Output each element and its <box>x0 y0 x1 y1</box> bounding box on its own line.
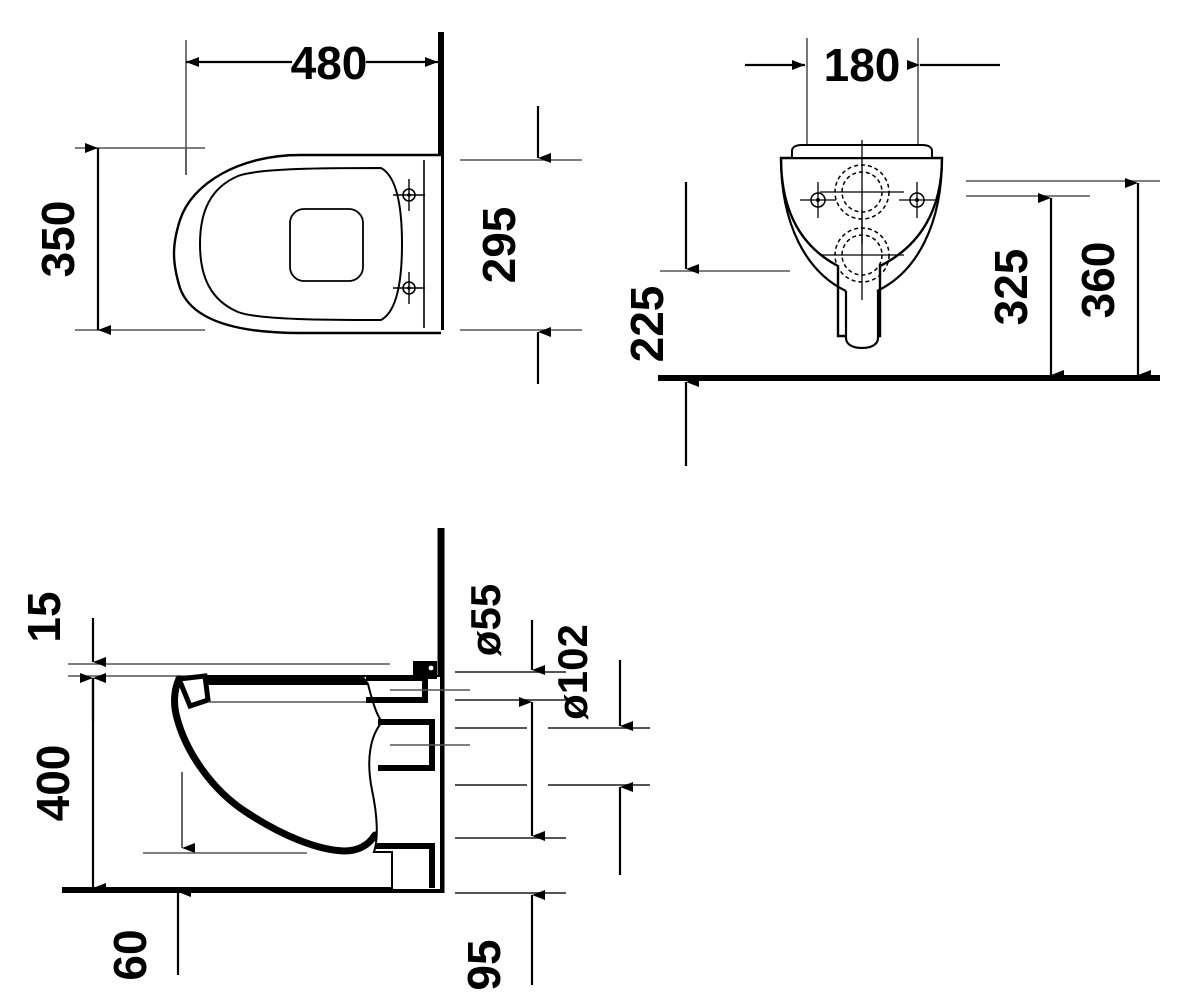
dimension-15: 15 <box>18 591 106 722</box>
water-level-leader <box>143 772 307 854</box>
dimension-dia55-label: ø55 <box>462 584 509 656</box>
dimension-95-label: 95 <box>458 939 510 990</box>
dimension-180-label: 180 <box>824 39 901 91</box>
dimension-225-label: 225 <box>621 286 673 363</box>
dimension-350-label: 350 <box>32 201 84 278</box>
dimension-295-label: 295 <box>473 207 525 284</box>
dimension-480: 480 <box>186 37 438 89</box>
mounting-hole-bottom <box>393 272 425 304</box>
dimension-325: 325 <box>966 193 1090 380</box>
bowl-rim-hook <box>175 673 211 710</box>
dimension-95: 95 <box>458 890 545 991</box>
dimension-dia102-label: ø102 <box>549 624 596 720</box>
wc-body-rear-skirt <box>779 157 944 292</box>
dimension-60: 60 <box>104 887 191 981</box>
connection-centrelines <box>390 689 470 746</box>
rear-mount-hole-right <box>899 182 935 218</box>
wc-body-rear-base <box>844 291 880 350</box>
bowl-section-outline <box>171 675 379 855</box>
bowl-rim-top <box>204 675 370 685</box>
dimension-295-group: 295 <box>460 106 582 384</box>
dimension-360: 360 <box>966 178 1160 380</box>
dimension-dia55: ø55 <box>462 584 545 841</box>
view-rear-elevation: 180 <box>621 38 1160 466</box>
view-top-plan: 480 350 <box>32 32 444 335</box>
view-side-section: 15 400 60 <box>18 528 650 991</box>
side-extension-lines <box>455 671 650 894</box>
dimension-350: 350 <box>32 143 111 335</box>
flush-opening <box>289 208 364 282</box>
dimension-400-label: 400 <box>27 745 79 822</box>
dimension-400: 400 <box>27 673 106 893</box>
dimension-15-label: 15 <box>18 591 70 642</box>
dimension-180: 180 <box>745 38 1000 160</box>
dimension-60-label: 60 <box>104 929 156 980</box>
trap-outlet-body <box>360 675 442 891</box>
bracket-hole <box>428 665 434 671</box>
mounting-hole-top <box>393 179 425 211</box>
dimension-225: 225 <box>621 182 790 466</box>
rear-mount-hole-left <box>800 182 836 218</box>
outlet-circles <box>820 210 904 300</box>
wall-bracket-detail <box>413 661 437 679</box>
dimension-325-label: 325 <box>985 249 1037 326</box>
dimension-480-label: 480 <box>291 37 368 89</box>
dimension-360-label: 360 <box>1072 242 1124 319</box>
dimension-dia102: ø102 <box>549 624 633 875</box>
